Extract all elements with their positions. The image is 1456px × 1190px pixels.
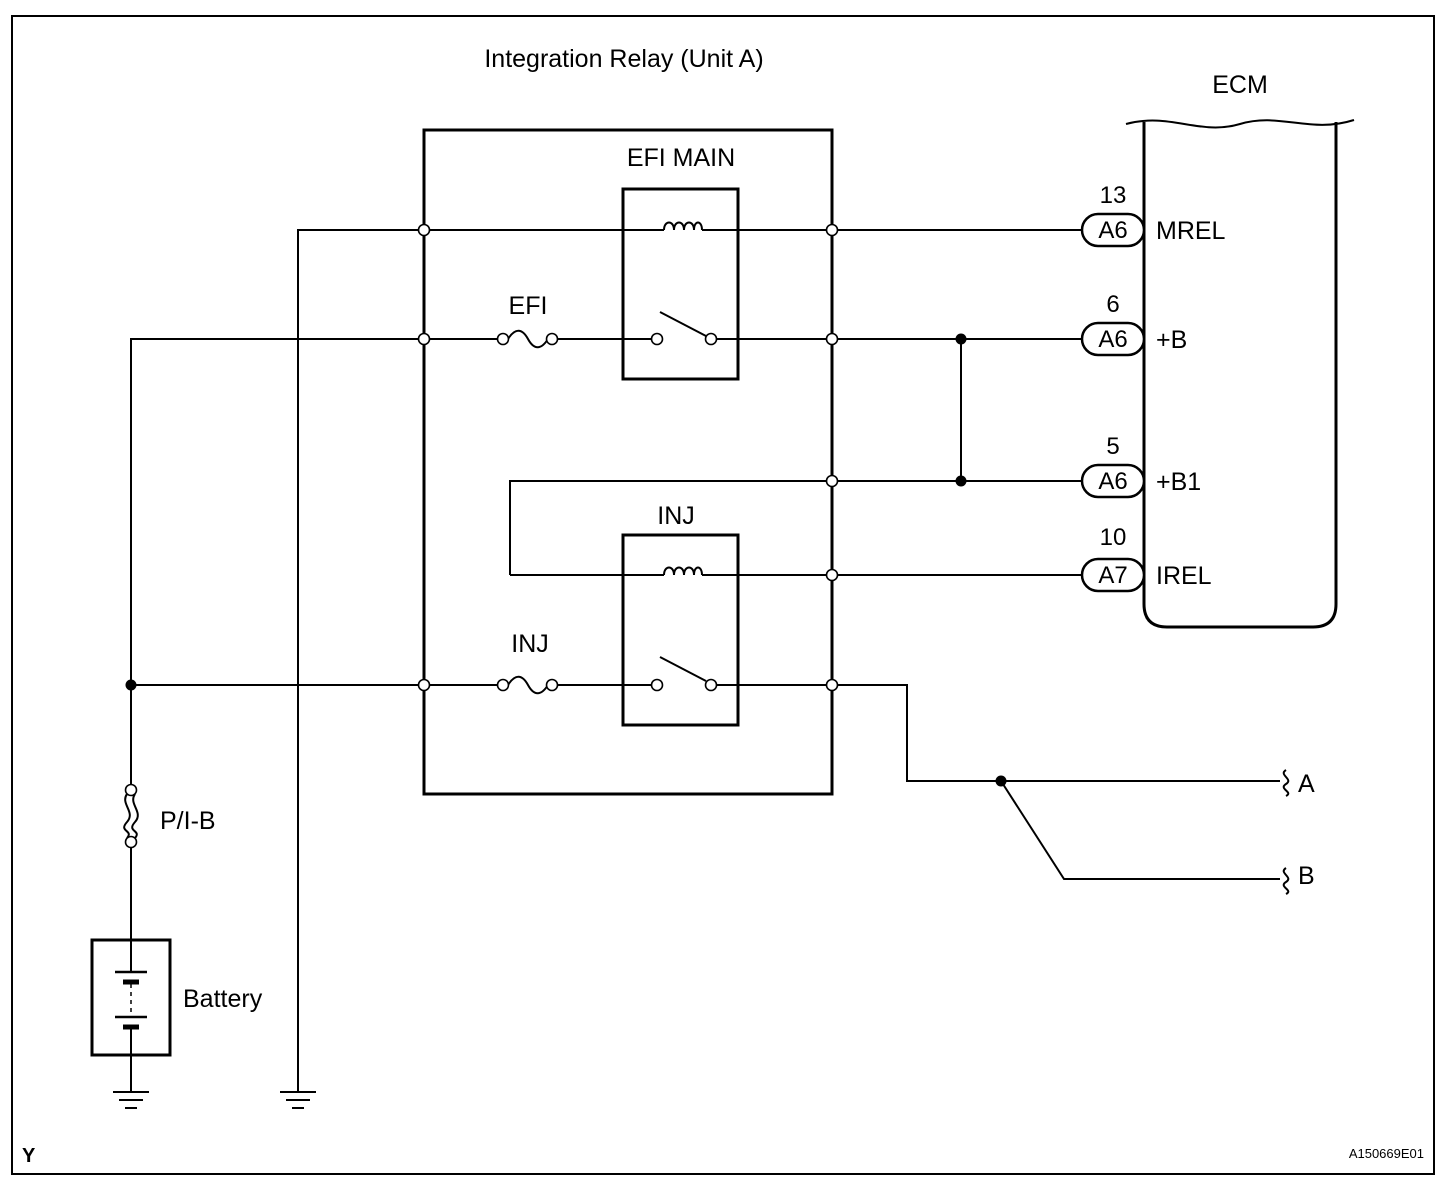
efi-fuse-icon bbox=[507, 329, 549, 349]
ecm-break-line bbox=[1125, 119, 1355, 129]
ecm-pin-mrel: A6 13 MREL bbox=[1080, 182, 1226, 248]
ecm-pin-b1: A6 5 +B1 bbox=[1080, 433, 1201, 499]
output-a-label: A bbox=[1298, 770, 1315, 798]
inj-switch bbox=[659, 656, 707, 682]
inj-coil-icon bbox=[663, 566, 703, 576]
inj-relay bbox=[621, 533, 740, 727]
efi-main-relay-label: EFI MAIN bbox=[627, 144, 735, 172]
figure-id: A150669E01 bbox=[1349, 1146, 1424, 1161]
efi-main-relay bbox=[621, 187, 740, 381]
ecm-pin-number: 13 bbox=[1100, 182, 1127, 209]
ecm-pin-connector: A6 bbox=[1098, 326, 1127, 353]
ecm-pin-number: 10 bbox=[1100, 524, 1127, 551]
relay-ground-icon bbox=[280, 1091, 316, 1109]
inj-fuse-icon bbox=[507, 675, 549, 695]
ecm-pin-number: 6 bbox=[1106, 291, 1119, 318]
integration-relay-title: Integration Relay (Unit A) bbox=[484, 45, 763, 73]
output-a-break-icon bbox=[1282, 769, 1290, 797]
terminal-nodes bbox=[124, 223, 839, 849]
ecm-pin-signal: +B1 bbox=[1156, 468, 1201, 496]
battery-icon bbox=[90, 938, 172, 1057]
inj-fuse-label: INJ bbox=[511, 630, 549, 658]
ecm-pin-signal: MREL bbox=[1156, 217, 1226, 245]
ecm-pin-number: 5 bbox=[1106, 433, 1119, 460]
pib-fusible-link-icon bbox=[123, 793, 139, 839]
efi-main-switch bbox=[659, 311, 707, 337]
ecm-block bbox=[1142, 122, 1338, 629]
corner-code: Y bbox=[22, 1145, 36, 1167]
battery-ground-icon bbox=[113, 1091, 149, 1109]
wires bbox=[130, 229, 1280, 1092]
ecm-pin-signal: +B bbox=[1156, 326, 1187, 354]
output-b-break-icon bbox=[1282, 867, 1290, 895]
integration-relay-box bbox=[422, 128, 834, 796]
efi-main-coil-icon bbox=[663, 221, 703, 231]
ecm-pin-signal: IREL bbox=[1156, 562, 1212, 590]
ecm-pin-connector: A7 bbox=[1098, 562, 1127, 589]
pib-fuse-label: P/I-B bbox=[160, 807, 216, 835]
battery-label: Battery bbox=[183, 985, 263, 1013]
ecm-pin-connector: A6 bbox=[1098, 468, 1127, 495]
diagram-frame bbox=[11, 15, 1435, 1175]
junction-dots bbox=[125, 333, 1007, 787]
efi-fuse-label: EFI bbox=[509, 292, 548, 320]
ecm-pin-connector: A6 bbox=[1098, 217, 1127, 244]
ecm-pin-b: A6 6 +B bbox=[1080, 291, 1187, 357]
output-b-label: B bbox=[1298, 862, 1315, 890]
ecm-label: ECM bbox=[1212, 71, 1268, 99]
inj-relay-label: INJ bbox=[657, 502, 695, 530]
ecm-pin-irel: A7 10 IREL bbox=[1080, 524, 1212, 593]
